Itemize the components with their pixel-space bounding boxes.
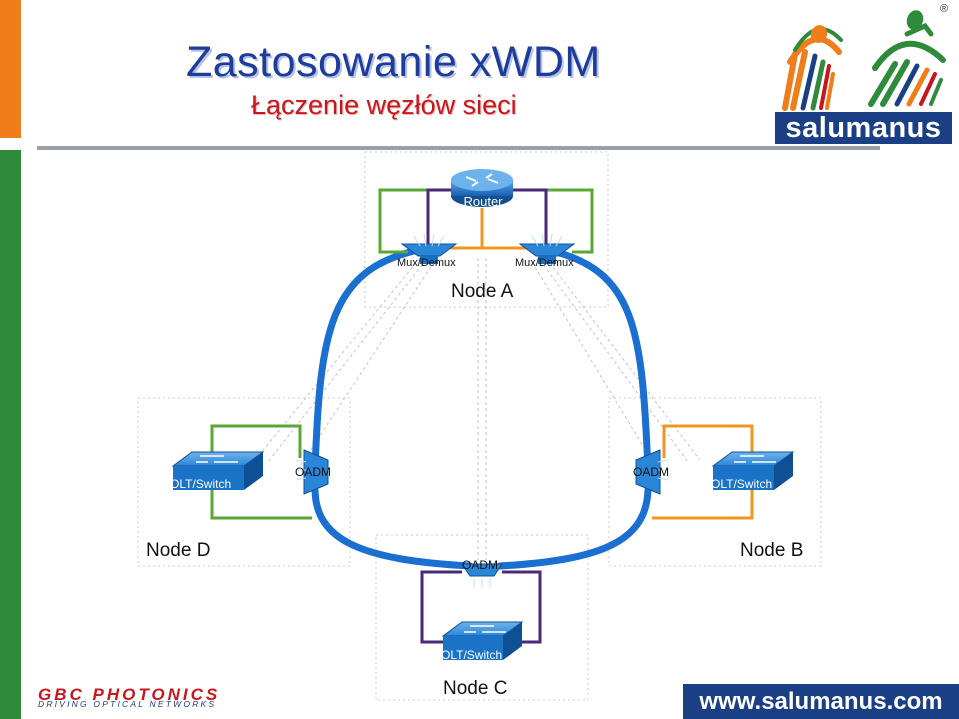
switch-node-b-icon: [711, 451, 795, 490]
oadm-left-icon: [295, 449, 329, 495]
salumanus-logo-text: salumanus: [775, 112, 952, 144]
oadm-left-label: OADM: [295, 465, 331, 479]
switch-node-b-label: OLT/Switch: [711, 477, 772, 491]
mux-demux-right-icon: [518, 233, 576, 264]
ring-segment-bottom-left: [311, 486, 474, 570]
node-c-links: [420, 570, 542, 644]
node-a-area: [364, 151, 609, 308]
router-label: Router: [463, 194, 503, 209]
oadm-right-label: OADM: [633, 465, 669, 479]
ring-segment-right: [544, 246, 652, 474]
node-c-area: [375, 534, 589, 701]
node-d-area: [137, 397, 351, 567]
node-d-label: Node D: [146, 540, 210, 561]
gbc-photonics-tagline: DRIVING OPTICAL NETWORKS: [38, 699, 217, 709]
header-divider: [37, 146, 880, 150]
node-a-links: [378, 188, 594, 254]
switch-node-d-label: OLT/Switch: [170, 477, 231, 491]
node-b-label: Node B: [740, 540, 803, 561]
mux-demux-right-label: Mux/Demux: [515, 257, 574, 269]
oadm-right-icon: [635, 449, 669, 495]
node-d-links: [210, 424, 312, 520]
slide-title: Zastosowanie xWDM: [186, 38, 601, 86]
switch-node-d-icon: [171, 451, 265, 490]
salumanus-logo-icon: [782, 10, 946, 111]
router-icon: [451, 169, 513, 207]
oadm-bottom-label: OADM: [462, 558, 498, 572]
fiber-ring: [311, 246, 652, 570]
ring-segment-bottom-right: [496, 486, 652, 570]
node-areas: [137, 151, 822, 701]
node-c-label: Node C: [443, 678, 507, 699]
side-accent-orange: [0, 0, 21, 138]
side-accent-green: [0, 150, 21, 719]
slide-subtitle: Łączenie węzłów sieci: [251, 90, 517, 120]
switch-node-c-label: OLT/Switch: [441, 648, 502, 662]
node-b-links: [652, 424, 754, 520]
gbc-photonics-logo: GBC PHOTONICS: [38, 685, 221, 704]
website-footer[interactable]: www.salumanus.com: [683, 684, 959, 719]
oadm-bottom-icon: [461, 563, 503, 588]
ring-segment-left: [311, 246, 422, 474]
mux-demux-left-icon: [400, 233, 458, 264]
node-a-label: Node A: [451, 281, 514, 302]
mux-demux-left-label: Mux/Demux: [397, 257, 456, 269]
registered-mark: ®: [940, 3, 949, 15]
switch-node-c-icon: [441, 621, 524, 660]
node-b-area: [608, 397, 822, 567]
